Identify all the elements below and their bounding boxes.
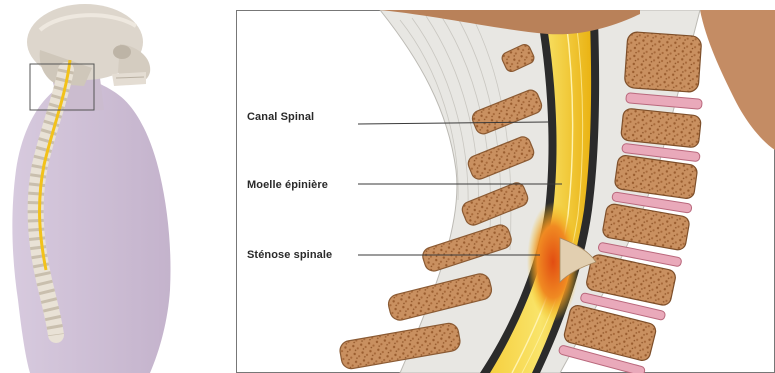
label-moelle-epiniere: Moelle épinière xyxy=(247,179,328,191)
skull-icon xyxy=(27,4,150,86)
human-profile-illustration xyxy=(12,4,170,373)
label-stenose-spinale: Sténose spinale xyxy=(247,249,332,261)
cervical-spine-cross-section xyxy=(236,10,775,373)
label-canal-spinal: Canal Spinal xyxy=(247,111,314,123)
